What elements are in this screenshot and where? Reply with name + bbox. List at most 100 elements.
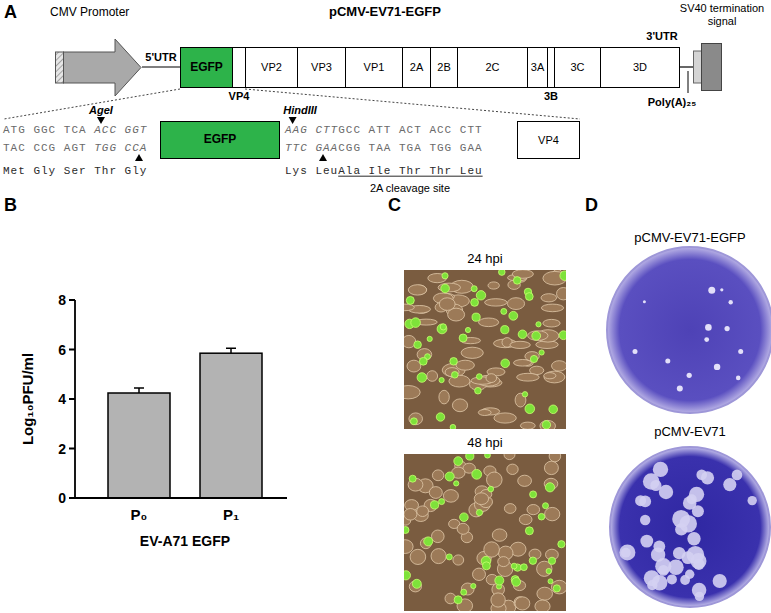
cell <box>408 285 426 295</box>
box-label: 3C <box>555 48 600 87</box>
promoter-hatch <box>56 52 64 83</box>
cell <box>537 587 553 600</box>
cell <box>427 371 438 382</box>
cell <box>484 542 500 557</box>
infected-cell <box>441 284 450 293</box>
cell <box>544 371 565 383</box>
cell <box>461 347 483 358</box>
cell <box>528 331 548 341</box>
cell <box>544 461 558 474</box>
plaque <box>640 515 650 525</box>
infected-cell <box>495 576 504 585</box>
cell <box>453 555 464 565</box>
infected-cell <box>471 286 477 292</box>
terminator-box: SV40 termination signal <box>693 43 722 91</box>
amino-acid-sequence: Lys Leu <box>285 165 338 178</box>
infected-cell <box>558 541 565 548</box>
plaque <box>633 349 638 354</box>
infected-cell <box>465 327 470 332</box>
cell <box>404 509 417 521</box>
infected-cell <box>410 418 417 425</box>
gene-box: EGFP <box>180 47 233 88</box>
infected-cell <box>411 318 421 328</box>
cell <box>432 530 445 543</box>
gene-box: 3C <box>554 47 601 88</box>
image-label: pCMV-EV71-EGFP <box>634 231 745 246</box>
infected-cell <box>460 513 469 522</box>
infected-cell <box>409 475 416 482</box>
plaque <box>639 496 651 508</box>
cell <box>431 549 446 564</box>
infected-cell <box>542 421 550 429</box>
infected-cell <box>437 324 447 334</box>
plaque <box>667 574 677 584</box>
promoter-arrow-shape <box>55 38 142 97</box>
cell <box>507 464 518 474</box>
cell <box>417 506 429 517</box>
plaque <box>738 349 743 354</box>
cell <box>543 319 560 327</box>
infected-cell <box>560 271 566 281</box>
tick-label: 6 <box>58 341 66 357</box>
cell <box>488 282 499 289</box>
cell <box>552 361 567 371</box>
cell <box>486 374 497 383</box>
panel-letter: C <box>388 195 401 216</box>
infected-cell <box>424 537 433 546</box>
construct-title: pCMV-EV71-EGFP <box>329 5 441 20</box>
tick-label: 8 <box>58 292 66 308</box>
infected-cell <box>518 330 527 339</box>
box-label: 3D <box>601 48 679 87</box>
box-label: 2B <box>431 48 457 87</box>
box-label: VP1 <box>346 48 402 87</box>
infected-cell <box>501 359 510 368</box>
cell <box>545 507 560 520</box>
gene-box: VP4 <box>517 121 580 159</box>
infected-cell <box>436 413 444 421</box>
gene-box: 3A <box>527 47 548 88</box>
infected-cell <box>501 326 509 334</box>
cell <box>432 470 443 481</box>
infected-cell <box>509 311 518 320</box>
dna-sequence: GCC ATT ACT ACC CTT <box>338 124 482 137</box>
cell <box>410 549 426 564</box>
site-label: 2A cleavage site <box>370 182 450 195</box>
box-label: VP3 <box>298 48 345 87</box>
infected-cell <box>471 299 479 307</box>
plaque <box>748 496 757 505</box>
infected-cell <box>404 527 409 534</box>
gene-box: VP4 <box>232 47 246 88</box>
infected-cell <box>525 404 535 414</box>
gene-box: VP1 <box>345 47 403 88</box>
plaque <box>714 364 720 370</box>
dna-sequence: CGG TAA TGA TGG GAA <box>338 142 482 155</box>
bar <box>200 353 262 498</box>
dna-sequence: ATG GGC TCA <box>3 124 87 137</box>
infected-cell <box>412 579 421 588</box>
plaque <box>665 359 670 364</box>
plaque <box>725 326 730 331</box>
infected-cell <box>476 291 485 300</box>
cell <box>474 493 488 505</box>
infected-cell <box>536 322 541 327</box>
cell <box>429 487 442 499</box>
plaque-plate <box>610 447 770 607</box>
box-label: 2A <box>403 48 430 87</box>
tick-label: 4 <box>58 391 66 407</box>
infected-cell <box>445 472 454 481</box>
cell <box>443 490 458 503</box>
zoom-line <box>245 89 580 119</box>
plaque <box>685 570 694 579</box>
cell <box>517 373 540 381</box>
infected-cell <box>459 334 467 342</box>
cell <box>452 399 467 412</box>
gene-box: 3D <box>600 47 680 88</box>
plaque-plate <box>607 247 771 413</box>
image-label: pCMV-EV71 <box>654 425 726 440</box>
region-label: 5'UTR <box>145 51 176 64</box>
infected-cell <box>499 270 506 275</box>
cell <box>549 454 561 462</box>
box-label: VP4 <box>229 90 250 103</box>
tick-label: 0 <box>58 490 66 506</box>
box-label: 3B <box>544 90 558 103</box>
